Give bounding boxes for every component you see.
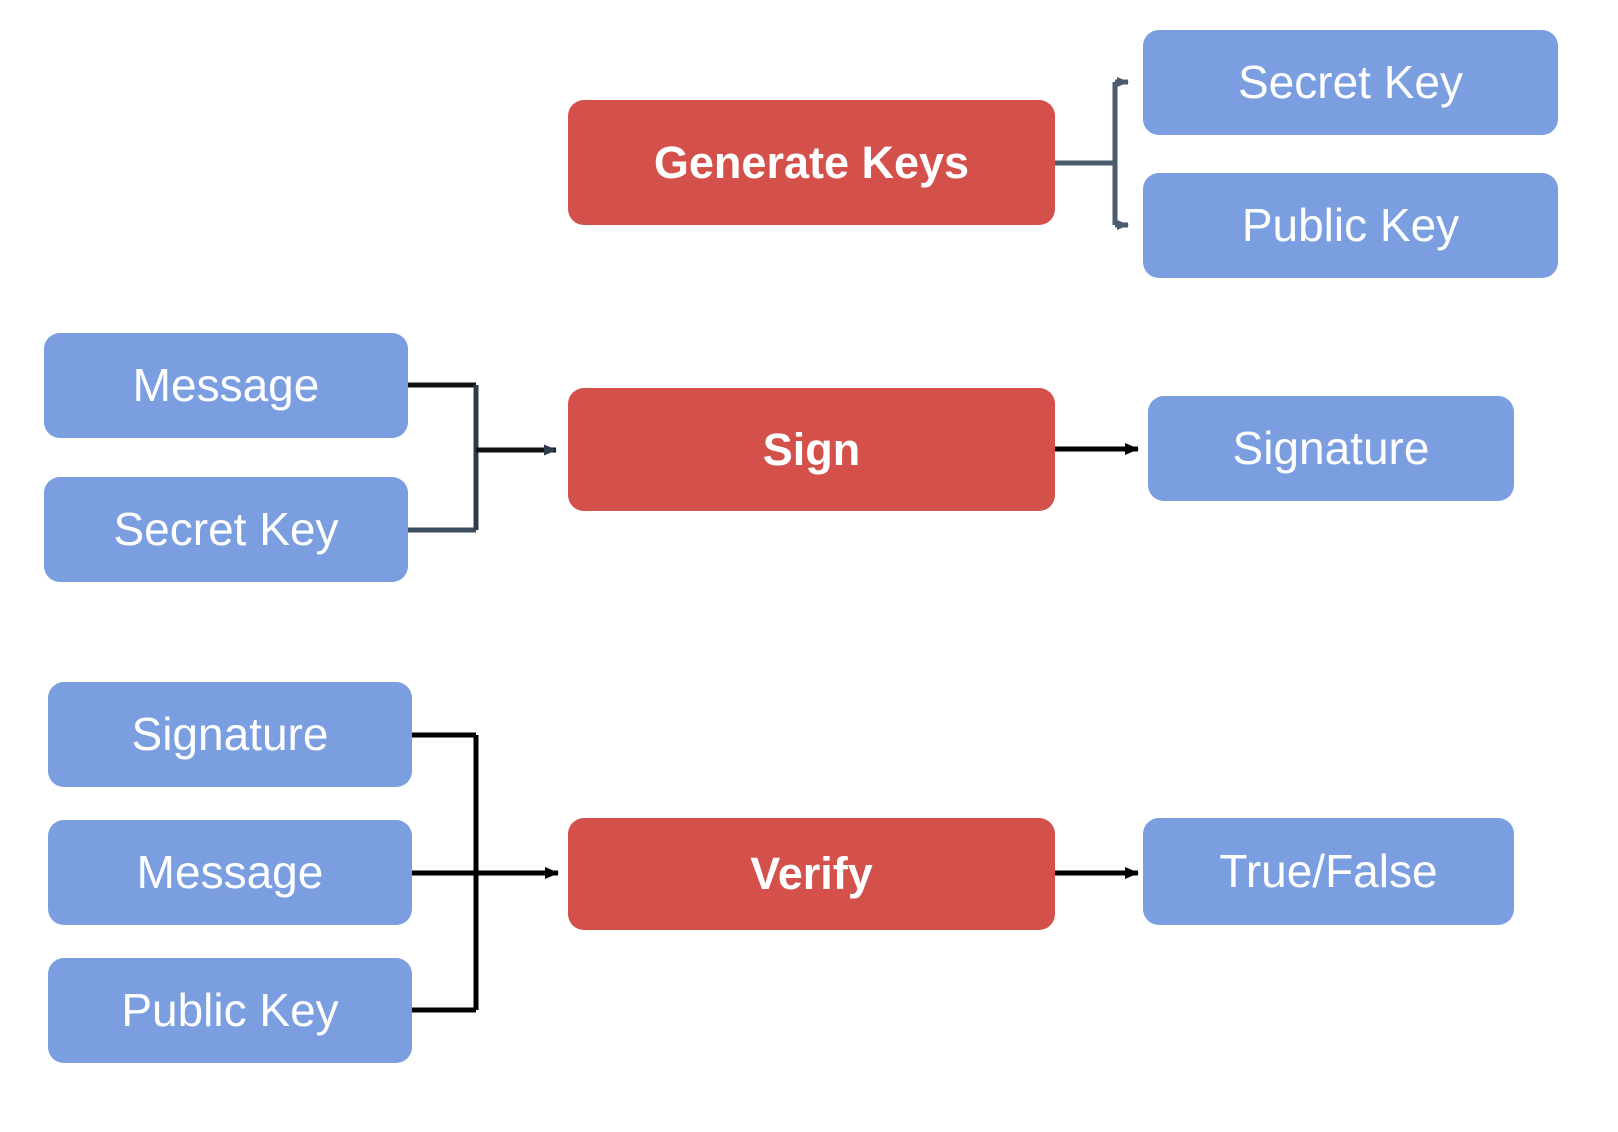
data-label-verify-input-signature: Signature: [131, 708, 329, 761]
data-box-secret-key-output[interactable]: Secret Key: [1143, 30, 1558, 135]
data-box-verify-input-signature[interactable]: Signature: [48, 682, 412, 787]
edge-generatekeys-to-keys: [1055, 77, 1129, 230]
data-box-verify-input-message[interactable]: Message: [48, 820, 412, 925]
operation-box-generate-keys[interactable]: Generate Keys: [568, 100, 1055, 225]
data-label-public-key-output: Public Key: [1241, 199, 1460, 252]
data-label-verify-input-public-key: Public Key: [121, 984, 339, 1037]
data-box-verify-input-public-key[interactable]: Public Key: [48, 958, 412, 1063]
data-box-public-key-output[interactable]: Public Key: [1143, 173, 1558, 278]
operation-label-verify: Verify: [750, 848, 873, 900]
data-box-signature-output[interactable]: Signature: [1148, 396, 1514, 501]
data-label-verify-input-message: Message: [136, 846, 324, 899]
data-label-signature-output: Signature: [1232, 422, 1430, 475]
data-label-truefalse-output: True/False: [1219, 845, 1438, 898]
data-box-truefalse-output[interactable]: True/False: [1143, 818, 1514, 925]
operation-label-sign: Sign: [762, 423, 861, 475]
edge-signinputs-to-sign: [408, 382, 557, 533]
operation-box-verify[interactable]: Verify: [568, 818, 1055, 930]
data-label-sign-input-message: Message: [132, 359, 320, 412]
data-box-sign-input-secret-key[interactable]: Secret Key: [44, 477, 408, 582]
data-label-secret-key-output: Secret Key: [1238, 56, 1463, 109]
operation-label-generate-keys: Generate Keys: [653, 136, 970, 188]
edge-verifyinputs-to-verify: [412, 732, 559, 1013]
operation-box-sign[interactable]: Sign: [568, 388, 1055, 511]
data-label-sign-input-secret-key: Secret Key: [113, 503, 339, 556]
data-box-sign-input-message[interactable]: Message: [44, 333, 408, 438]
